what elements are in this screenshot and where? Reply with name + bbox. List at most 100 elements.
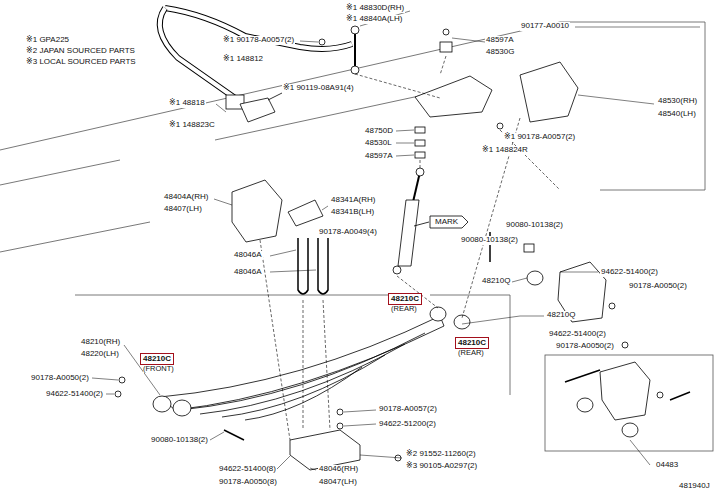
nut xyxy=(622,342,628,348)
leader-line xyxy=(276,456,290,470)
dashed-leader xyxy=(303,300,304,430)
callout-number: 48341A(RH) xyxy=(330,196,376,205)
parts xyxy=(115,26,690,470)
shock-body xyxy=(398,200,419,266)
callout-number: 94622-51400(2) xyxy=(45,390,104,399)
leader-line xyxy=(575,27,700,28)
frame-rail-top xyxy=(0,22,705,190)
leader-line xyxy=(344,410,376,412)
callout-number: ※1 48840A(LH) xyxy=(345,15,404,24)
shock-rod xyxy=(413,172,420,202)
callout-number: 48210(RH) xyxy=(80,338,121,347)
callout-number: 94622-51200(2) xyxy=(378,420,437,429)
main-leaf xyxy=(160,316,444,410)
leader-line xyxy=(344,424,376,426)
leader-line xyxy=(270,250,296,256)
leader-line xyxy=(210,432,224,440)
washer xyxy=(337,423,343,429)
leaf xyxy=(222,355,385,417)
bushing xyxy=(524,244,534,252)
mark-leader xyxy=(414,222,429,226)
nut xyxy=(319,39,325,45)
front-bushing xyxy=(173,400,191,416)
callout-number: 48220(LH) xyxy=(80,350,120,359)
nut xyxy=(443,29,449,35)
callout-number: 48540(LH) xyxy=(657,110,697,119)
callout-number: 481940J xyxy=(678,482,711,491)
callout-number: 48046A xyxy=(233,251,263,260)
front-bushing xyxy=(153,396,171,412)
leader-line xyxy=(578,95,654,104)
callout-number: 48530G xyxy=(485,48,515,57)
callout-number: ※1 90119-08A91(4) xyxy=(282,84,355,93)
leader-line xyxy=(360,455,402,458)
callout-number: 90080-10138(2) xyxy=(505,221,564,230)
position-note: (REAR) xyxy=(391,305,417,313)
highlight-box: 48210C(REAR) xyxy=(455,337,489,349)
nut xyxy=(337,409,343,415)
leader-line xyxy=(92,378,118,380)
inset-bracket xyxy=(600,362,650,420)
leader-line xyxy=(630,440,650,465)
callout-number: 90178-A0049(4) xyxy=(318,228,378,237)
callout-number: ※1 90178-A0057(2) xyxy=(503,133,576,142)
callout-number: 48046A xyxy=(233,268,263,277)
leader-line xyxy=(270,270,316,272)
callout-number: 94622-51400(2) xyxy=(548,330,607,339)
callout-number: 90080-10138(2) xyxy=(460,236,519,245)
callout-number: ※1 GPA225 xyxy=(25,36,70,45)
callout-number: ※1 48818 xyxy=(168,99,206,108)
callout-number: 90178-A0050(2) xyxy=(628,282,688,291)
hanger-bracket xyxy=(415,76,492,117)
leader-line xyxy=(216,104,226,112)
callout-number: ※3 90105-A0297(2) xyxy=(405,462,478,471)
part-number: 48210C xyxy=(143,354,171,364)
callout-number: 48210Q xyxy=(481,277,511,286)
callout-number: 90178-A0050(2) xyxy=(30,374,90,383)
leader-line xyxy=(106,394,114,395)
mark-tag xyxy=(430,216,468,228)
u-bolt xyxy=(298,238,308,294)
callout-number: ※1 148824R xyxy=(481,146,529,155)
leader-line xyxy=(396,155,414,156)
highlight-box: 48210C(FRONT) xyxy=(140,353,174,365)
inset-bolt xyxy=(670,392,690,400)
inset-nut xyxy=(657,392,663,398)
part-number: 48210C xyxy=(391,294,419,304)
spring-bracket xyxy=(520,62,578,122)
leaf xyxy=(180,333,425,410)
nut xyxy=(609,303,615,309)
callout-number: 48047(LH) xyxy=(318,478,358,487)
nut xyxy=(119,377,125,383)
bump-stopper xyxy=(440,42,452,52)
callout-number: 48210Q xyxy=(546,311,576,320)
dashed-leader xyxy=(420,160,421,168)
bar-outline xyxy=(165,8,352,49)
washer xyxy=(415,152,425,158)
nut xyxy=(497,123,503,129)
u-bolt xyxy=(318,238,328,294)
callout-number: 94622-51400(2) xyxy=(600,268,659,277)
callout-number: MARK xyxy=(434,218,459,227)
spring-seat xyxy=(290,430,360,470)
callout-number: 48404A(RH) xyxy=(163,193,209,202)
position-note: (FRONT) xyxy=(143,365,174,373)
inset-bushing xyxy=(577,398,593,412)
bushing xyxy=(415,140,425,146)
leader-line xyxy=(462,316,544,324)
dashed-leader xyxy=(260,240,290,440)
leader-line xyxy=(560,272,598,273)
callout-number: ※1 48830D(RH) xyxy=(345,4,405,13)
bar-fill xyxy=(165,8,352,49)
leader-line xyxy=(310,468,316,470)
callout-number: 48530L xyxy=(364,139,393,148)
leader-line xyxy=(512,278,527,282)
bar-outline xyxy=(160,8,235,98)
callout-number: ※2 JAPAN SOURCED PARTS xyxy=(25,47,136,56)
leader-lines xyxy=(92,11,700,470)
inset-border xyxy=(545,355,713,451)
washer xyxy=(115,391,121,397)
bar-fill xyxy=(160,8,235,98)
